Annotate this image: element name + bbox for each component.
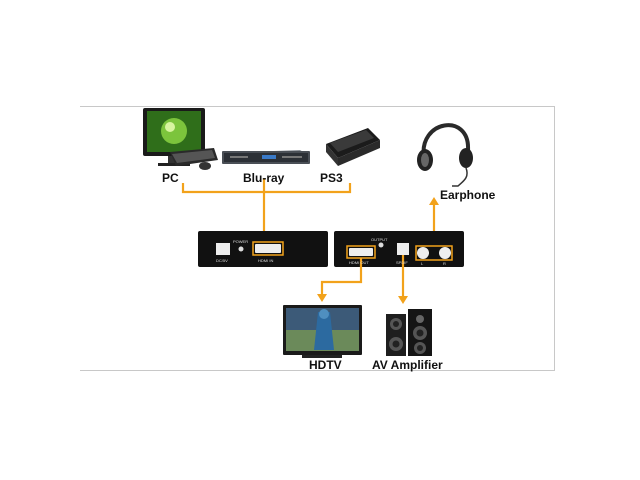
- pc-label: PC: [162, 171, 179, 185]
- dc-text: DC/5V: [216, 258, 228, 263]
- headphones-icon: [417, 123, 473, 187]
- output-text: OUTPUT: [371, 237, 388, 242]
- bluray-player-icon: [222, 150, 310, 164]
- r-text: R: [443, 261, 446, 266]
- hdtv-label: HDTV: [309, 358, 342, 372]
- power-text: POWER: [233, 239, 249, 244]
- frame-right-line: [554, 106, 555, 371]
- frame-bottom-line: [80, 370, 555, 371]
- spdif-port: [397, 243, 409, 255]
- spdif-text: SPDIF: [396, 260, 408, 265]
- audio-r-port: [439, 247, 451, 259]
- hdmi-in-port: [255, 244, 281, 253]
- earphone-arrow: [429, 197, 439, 205]
- input-connector-lines: [181, 178, 352, 240]
- audio-lr-highlight: [415, 245, 453, 261]
- ps3-label: PS3: [320, 171, 343, 185]
- hdtv-arrow: [317, 294, 327, 302]
- amplifier-arrow: [398, 296, 408, 304]
- bluray-label: Blu-ray: [243, 171, 285, 185]
- hdmi-out-text: HDMI OUT: [349, 260, 369, 265]
- hdmi-in-highlight: [252, 241, 284, 256]
- dc-power-port: [216, 243, 230, 255]
- frame-top-line: [80, 106, 555, 107]
- amplifier-label: AV Amplifier: [372, 358, 443, 372]
- power-led: [238, 246, 244, 252]
- pc-icon: [143, 108, 218, 170]
- ps3-console-icon: [326, 128, 380, 166]
- earphone-label: Earphone: [440, 188, 496, 202]
- hdtv-icon: [283, 305, 362, 358]
- l-text: L: [421, 261, 424, 266]
- speakers-icon: [386, 309, 432, 356]
- audio-l-port: [417, 247, 429, 259]
- output-led: [378, 242, 384, 248]
- hdmi-out-port: [349, 248, 373, 256]
- hdmi-in-text: HDMI IN: [258, 258, 274, 263]
- output-connector-lines: [320, 255, 405, 298]
